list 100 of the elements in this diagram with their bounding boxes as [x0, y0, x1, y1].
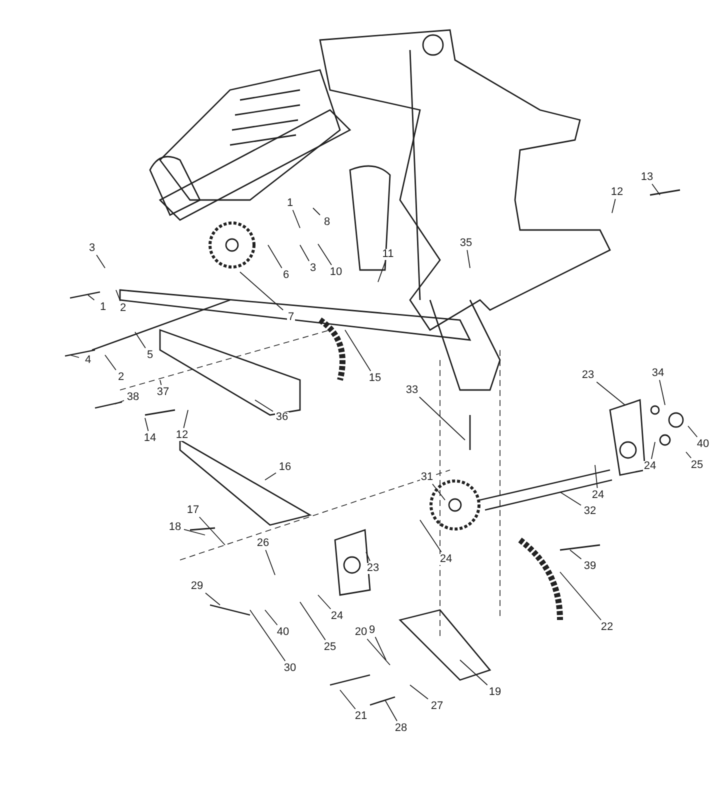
callout-number: 24 [438, 554, 454, 564]
leader-line [300, 602, 326, 640]
callout-number: 1 [98, 302, 108, 312]
leader-line [250, 610, 286, 662]
callout-number: 12 [174, 430, 190, 440]
callout-number: 31 [420, 472, 434, 482]
leader-line [344, 330, 372, 372]
callout-number: 3 [88, 242, 96, 254]
callout-number: 17 [186, 504, 200, 516]
callout-number: 19 [488, 686, 502, 698]
leader-line [96, 254, 106, 268]
leader-line [254, 400, 274, 412]
leader-line [596, 382, 626, 406]
leader-line [88, 294, 95, 300]
leader-line [659, 380, 666, 406]
leader-line [612, 198, 616, 214]
leader-line [570, 550, 582, 560]
callout-number: 6 [282, 270, 290, 280]
callout-number: 7 [286, 312, 296, 322]
callout-number: 15 [368, 372, 382, 384]
callout-number: 40 [696, 438, 710, 450]
callout-number: 40 [276, 626, 290, 638]
callout-number: 33 [404, 384, 420, 396]
leader-line [184, 528, 206, 536]
leader-line [466, 250, 470, 268]
callout-number: 38 [126, 392, 140, 402]
leader-line [418, 396, 466, 440]
leader-line [560, 572, 602, 620]
callout-number: 10 [328, 266, 344, 278]
callout-number: 23 [366, 562, 380, 574]
callout-number: 24 [642, 460, 658, 472]
leader-line [300, 244, 310, 262]
callout-number: 13 [640, 172, 654, 182]
leader-line [651, 442, 656, 460]
callout-number: 25 [690, 460, 704, 470]
leader-line [198, 516, 226, 546]
callout-number: 37 [156, 386, 170, 398]
callout-number: 5 [146, 350, 154, 360]
leader-line [268, 244, 282, 268]
callout-number: 21 [354, 710, 368, 722]
leader-line [264, 472, 276, 480]
callout-number: 1 [286, 198, 294, 208]
callout-number: 35 [458, 238, 474, 248]
leader-line [318, 594, 332, 610]
callout-number: 24 [590, 490, 606, 500]
callout-number: 18 [168, 522, 182, 532]
leader-line [378, 260, 386, 282]
leader-line [318, 244, 332, 266]
callout-number: 30 [282, 662, 298, 674]
leader-line [652, 184, 660, 196]
leader-line [265, 550, 276, 576]
leader-line [134, 332, 146, 348]
callout-number: 12 [610, 186, 624, 198]
callout-number: 36 [274, 412, 290, 422]
leader-line [114, 400, 124, 404]
leader-line [366, 552, 370, 562]
leader-line [160, 380, 162, 386]
callout-number: 8 [322, 216, 332, 228]
leader-line [420, 520, 442, 552]
leader-line [116, 290, 121, 302]
leader-line [560, 492, 582, 506]
callout-number: 11 [381, 248, 395, 260]
callout-number: 23 [580, 370, 596, 380]
callout-number: 2 [116, 372, 126, 382]
callout-number: 4 [84, 354, 92, 366]
leader-line [205, 592, 220, 606]
leader-line [70, 354, 80, 358]
leader-line [686, 452, 692, 458]
leader-line [432, 484, 446, 500]
callout-number: 9 [368, 624, 376, 636]
leader-line [264, 610, 278, 626]
leader-line [240, 272, 284, 310]
callout-number: 29 [190, 580, 204, 592]
leader-line [410, 684, 428, 700]
leader-line [104, 354, 116, 370]
leader-line [292, 210, 300, 228]
callout-number: 16 [278, 462, 292, 472]
leader-line [384, 700, 398, 722]
callout-number: 26 [256, 538, 270, 548]
callout-number: 24 [330, 610, 344, 622]
leader-line [312, 208, 320, 216]
callout-number: 22 [600, 622, 614, 632]
callout-number: 27 [430, 700, 444, 712]
leader-line [144, 418, 149, 432]
callout-number: 25 [322, 642, 338, 652]
leader-line [374, 636, 386, 660]
callout-number: 32 [582, 506, 598, 516]
callout-number: 28 [394, 722, 408, 734]
callout-number: 3 [308, 262, 318, 274]
leader-line [460, 660, 488, 686]
callout-number: 39 [582, 560, 598, 572]
leader-line [688, 426, 698, 438]
callout-number: 34 [650, 368, 666, 378]
leader-line [183, 410, 188, 428]
leader-line [366, 638, 390, 666]
callout-number: 14 [142, 432, 158, 444]
callout-number: 20 [354, 626, 368, 638]
leader-line [340, 690, 356, 710]
leader-line [594, 464, 598, 488]
callout-number: 2 [118, 302, 128, 314]
